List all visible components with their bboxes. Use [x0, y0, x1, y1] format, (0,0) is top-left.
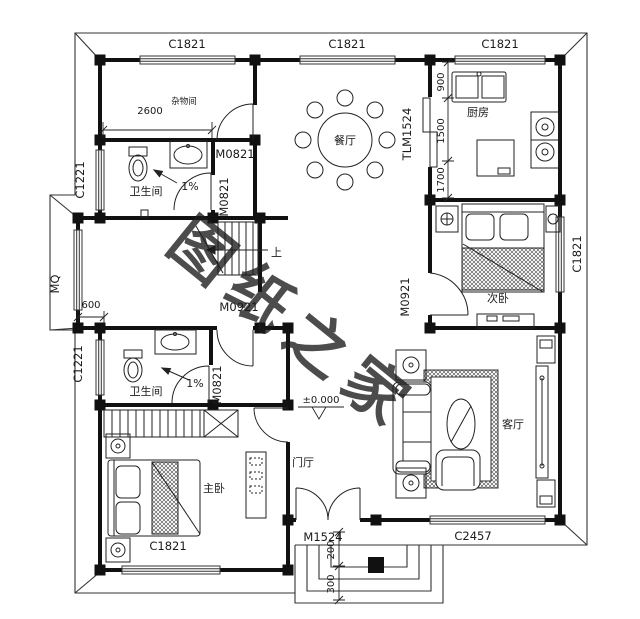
- dim-storage-width: 2600: [137, 106, 162, 117]
- room-label-storage: 杂物间: [171, 96, 197, 107]
- dim-bay-width: 600: [81, 300, 100, 311]
- dimension-lines: [73, 57, 454, 605]
- window-left-lower: [95, 339, 105, 396]
- windows: [73, 55, 565, 575]
- dining-table: [294, 89, 396, 191]
- label-window-left-upper: C1221: [73, 161, 87, 198]
- stairs-arrow: [205, 245, 216, 255]
- kitchen-sink: [451, 71, 507, 103]
- stairs: [195, 221, 268, 276]
- window-top-left: [139, 55, 236, 65]
- door-corridor: [216, 329, 254, 367]
- door-bathroom-upper: [173, 172, 212, 211]
- level-marker: ±0.000: [302, 395, 339, 406]
- doors: [171, 97, 469, 521]
- room-label-living: 客厅: [502, 417, 524, 431]
- room-label-foyer: 门厅: [292, 455, 314, 469]
- window-top-right: [454, 55, 546, 65]
- room-label-kitchen: 厨房: [467, 106, 489, 119]
- label-window-left-lower: C1221: [71, 345, 85, 382]
- porch-pier: [368, 557, 384, 573]
- window-curtain-wall: [73, 229, 83, 311]
- living-sofa: [392, 381, 432, 475]
- slope-label-lower: 1%: [186, 377, 203, 390]
- window-top-center: [299, 55, 396, 65]
- room-label-second-bedroom: 次卧: [487, 291, 509, 305]
- window-bottom-living: [429, 515, 546, 525]
- slope-label-upper: 1%: [181, 180, 198, 193]
- window-bottom-master: [121, 565, 221, 575]
- door-master-bedroom: [253, 407, 289, 443]
- room-label-bathroom-lower: 卫生间: [130, 384, 163, 398]
- stairs-up-label: 上: [271, 246, 282, 259]
- label-door-corridor: M0921: [219, 300, 258, 314]
- kitchen-fridge: [476, 139, 515, 177]
- label-door-entrance: M1524: [303, 530, 342, 544]
- columns: [72, 54, 566, 576]
- label-door-second-bedroom: M0921: [398, 277, 412, 316]
- label-door-bathroom-lower: M0821: [210, 365, 224, 404]
- foyer-cabinet: [245, 451, 267, 519]
- room-label-dining: 餐厅: [334, 133, 356, 147]
- dim-step-1: 200: [326, 540, 337, 559]
- label-window-right-bedroom: C1821: [570, 235, 584, 272]
- window-left-upper: [95, 149, 105, 211]
- door-entrance: [295, 487, 361, 521]
- kitchen-stove: [530, 111, 560, 169]
- bathroom-upper-fixtures: [128, 140, 208, 218]
- label-window-top-center: C1821: [328, 37, 365, 51]
- door-storage: [216, 103, 254, 141]
- room-label-bathroom-upper: 卫生间: [130, 184, 163, 198]
- living-coffee-table: [446, 398, 476, 450]
- label-door-bathroom-upper: M0821: [217, 177, 231, 216]
- dim-kitchen-middle: 1500: [436, 118, 447, 143]
- bathroom-lower-fixtures: [123, 329, 197, 383]
- label-window-bottom-living: C2457: [454, 529, 491, 543]
- label-window-bottom-master: C1821: [149, 539, 186, 553]
- door-second-bedroom: [429, 272, 469, 316]
- master-wardrobe: [103, 409, 239, 438]
- dim-kitchen-upper: 900: [436, 72, 447, 91]
- label-curtain-wall: MQ: [48, 275, 62, 294]
- dim-kitchen-lower: 1700: [436, 167, 447, 192]
- second-bedroom-desk: [476, 313, 535, 329]
- room-label-master-bedroom: 主卧: [203, 482, 225, 495]
- living-armchair: [435, 449, 481, 491]
- living-tv-unit: [535, 335, 556, 508]
- door-kitchen-sliding: [422, 97, 438, 168]
- label-window-top-left: C1821: [168, 37, 205, 51]
- second-bedroom-bed: [461, 203, 545, 293]
- label-window-top-right: C1821: [481, 37, 518, 51]
- master-nightstands: [105, 433, 131, 563]
- second-bedroom-nightstands: [435, 205, 561, 233]
- label-door-kitchen-sliding: TLM1524: [400, 108, 414, 162]
- dim-step-2: 300: [326, 574, 337, 593]
- living-side-tables: [395, 349, 427, 499]
- master-bed: [107, 459, 201, 537]
- eave-outline: [49, 32, 588, 604]
- label-door-storage: M0821: [215, 147, 254, 161]
